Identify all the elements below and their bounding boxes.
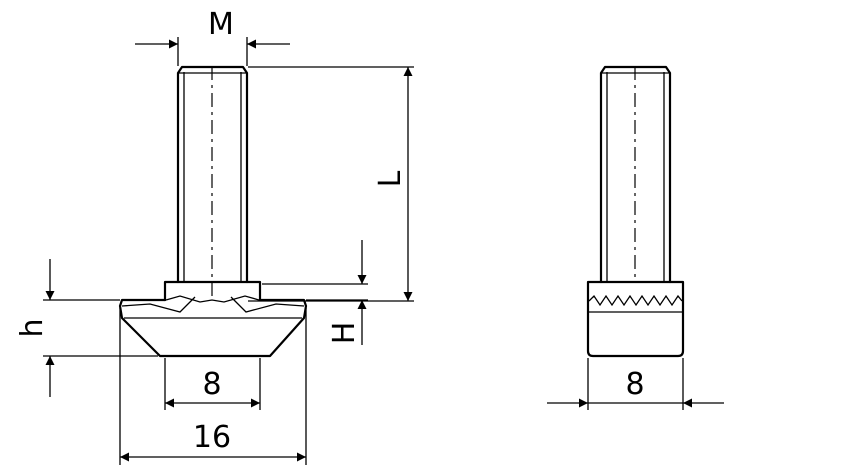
dim-neck-width-label: 8	[202, 367, 221, 402]
dim-head-height: h	[15, 259, 158, 397]
dim-length-l: L	[248, 66, 414, 302]
dim-neck-width: 8	[164, 358, 261, 410]
dim-side-width-label: 8	[625, 367, 644, 402]
front-tslot-head	[118, 280, 308, 358]
serration-line	[588, 294, 683, 307]
dim-head-height-label: h	[15, 318, 50, 337]
dim-length-label: L	[373, 170, 408, 187]
front-view: M L H h 8	[15, 7, 414, 465]
dim-head-width-label: 16	[193, 420, 231, 455]
side-head-block	[586, 280, 685, 358]
side-view: 8	[547, 65, 724, 410]
dim-thread-m: M	[135, 7, 290, 66]
dim-thread-label: M	[208, 7, 234, 42]
dim-head-width: 16	[119, 308, 307, 465]
dim-shoulder-label: H	[327, 322, 362, 345]
dim-side-width: 8	[547, 358, 724, 410]
dim-shoulder-h: H	[262, 240, 368, 345]
